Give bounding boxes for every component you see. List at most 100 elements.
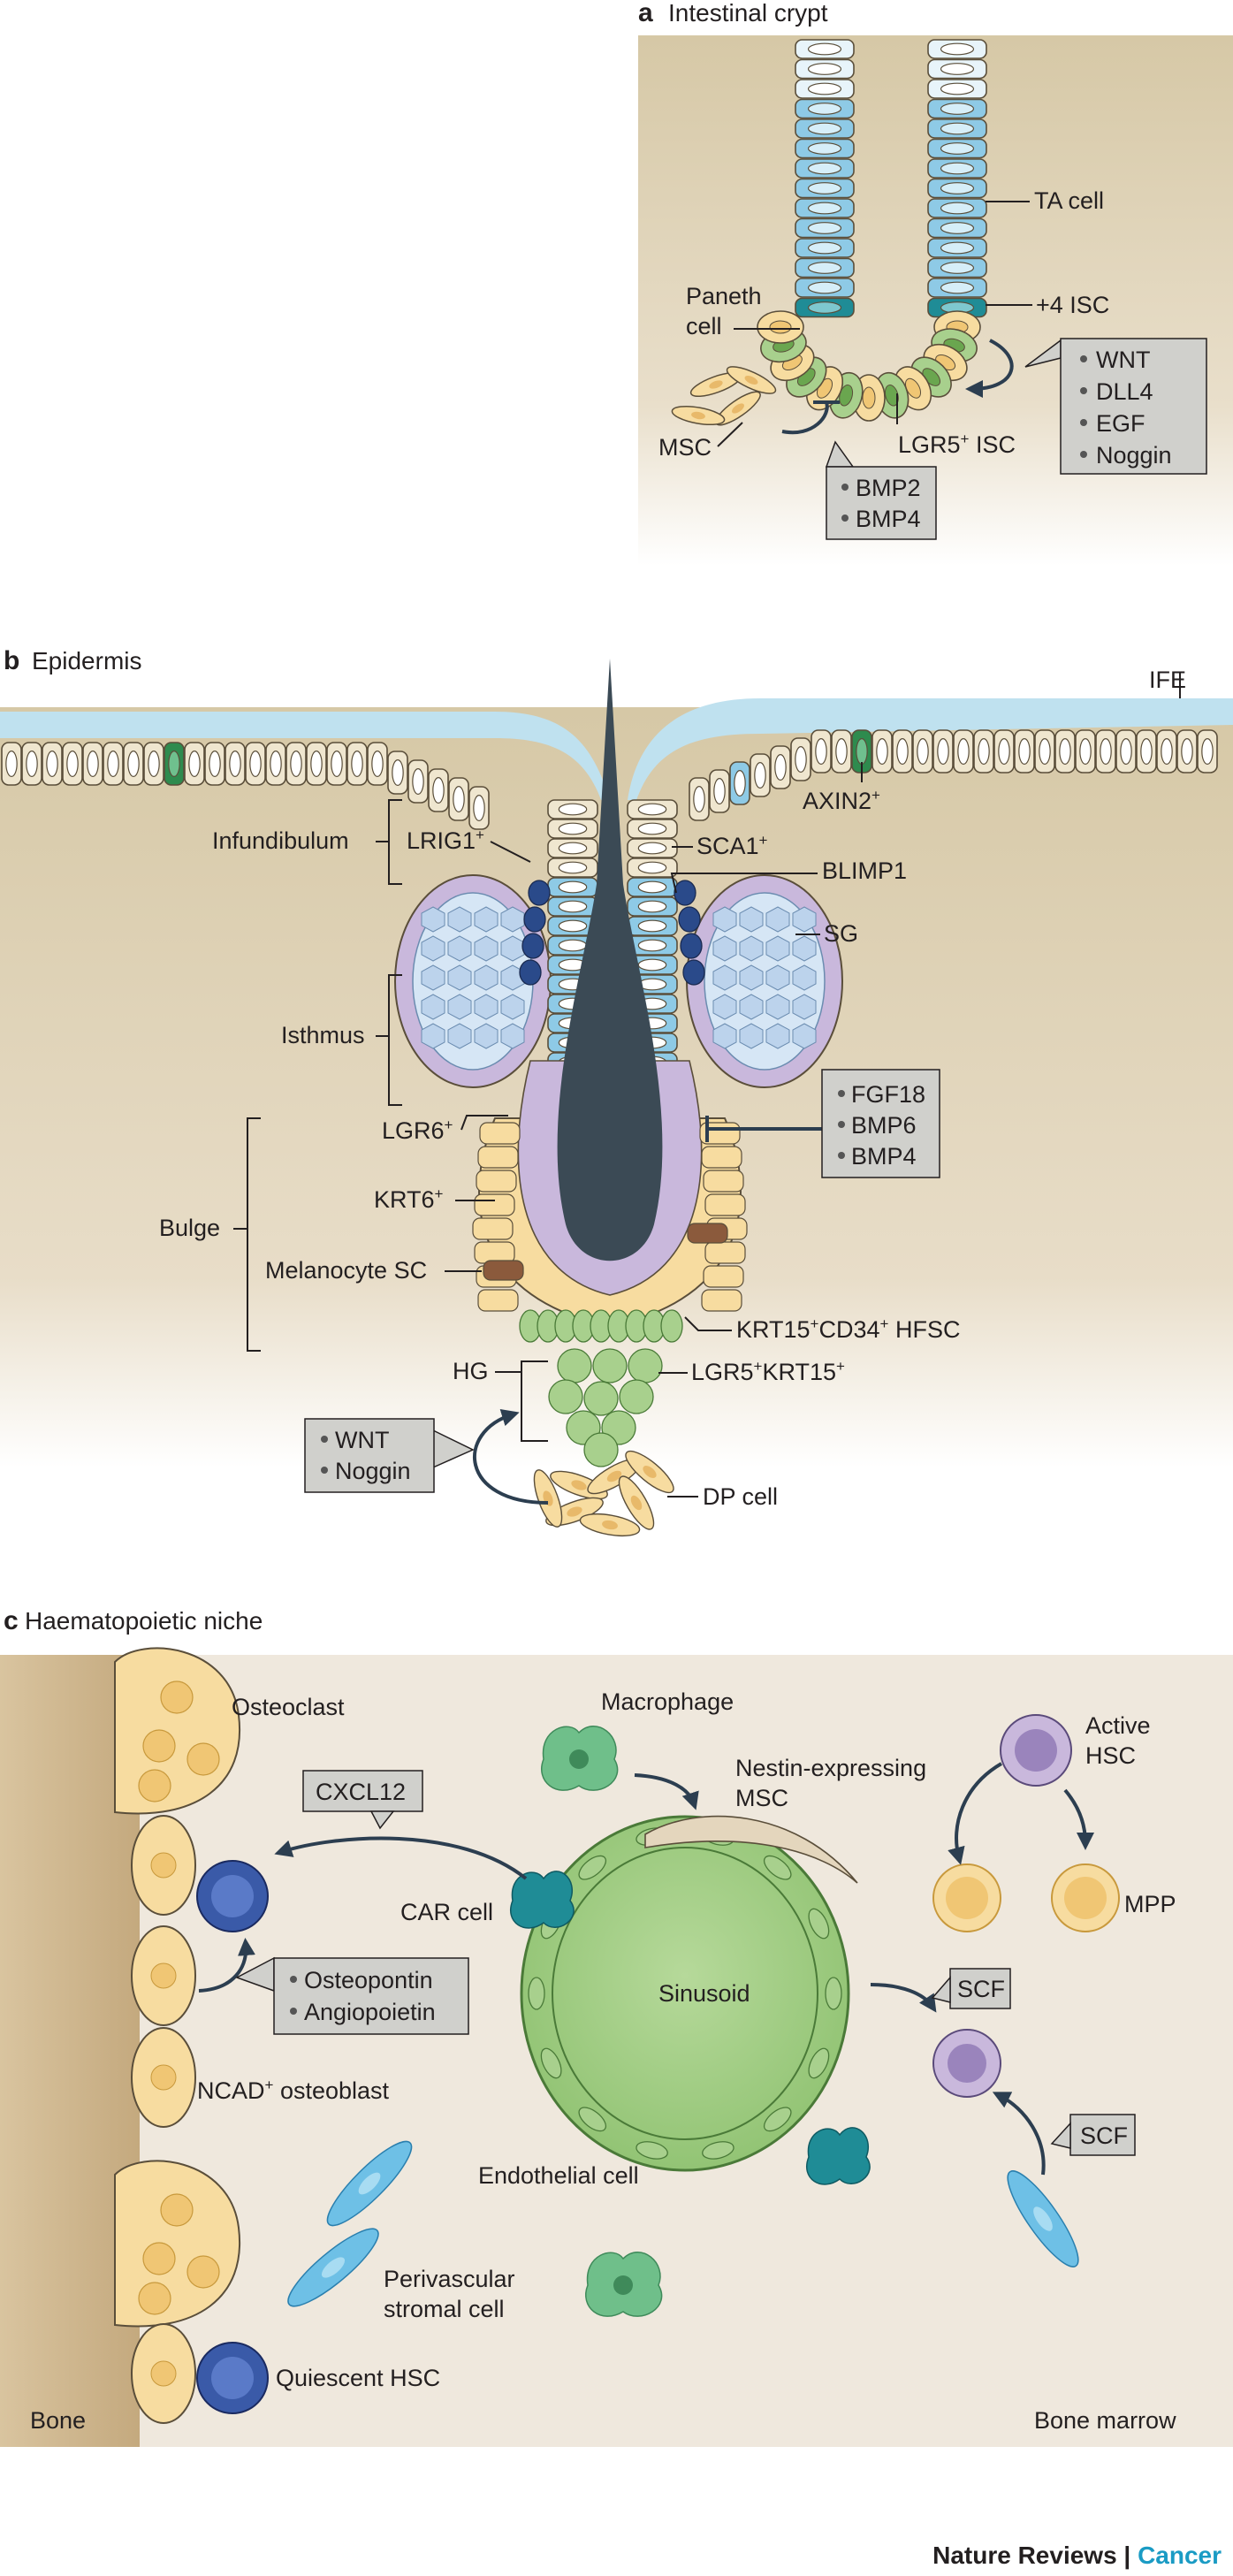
sinusoid-label: Sinusoid: [658, 1980, 750, 2007]
ife-label: IFE: [1149, 667, 1186, 693]
signal-angiopoietin: Angiopoietin: [304, 1999, 436, 2025]
ife-cell-nucleus: [107, 750, 119, 777]
crypt-cell-nucleus: [940, 63, 975, 75]
ife-cell-nucleus: [876, 737, 888, 765]
blimp1-cell: [519, 959, 542, 986]
crypt-cell-nucleus: [940, 182, 975, 194]
krt15-hfsc: [660, 1309, 683, 1343]
panel-a-title: Intestinal crypt: [668, 0, 828, 27]
blimp1-cell: [682, 959, 705, 986]
endothelial-cell: [763, 1855, 792, 1880]
sebocyte: [447, 935, 472, 962]
dp-nucleus: [643, 1466, 657, 1478]
panel-b: b Epidermis IFE AXIN2+ Infundibulum LRIG…: [0, 646, 1233, 1537]
outer-root-sheath-cell-nucleus: [558, 900, 588, 913]
signal-scf-2: SCF: [1080, 2123, 1128, 2149]
bulge-cell: [703, 1170, 744, 1193]
sebocyte: [765, 935, 790, 962]
sebocyte: [421, 906, 445, 933]
ife-cell-nucleus: [937, 737, 949, 765]
osteoclast-nucleus: [186, 2255, 220, 2289]
crypt-cell-nucleus: [807, 103, 842, 115]
ife-cell-nucleus: [290, 750, 302, 777]
blimp1-cell: [523, 906, 546, 933]
outer-root-sheath-cell-nucleus: [637, 900, 667, 913]
crypt-cell-nucleus: [940, 103, 975, 115]
ife-cell-nucleus: [432, 776, 445, 804]
outer-root-sheath-cell-nucleus: [637, 861, 667, 874]
crypt-cell-nucleus: [940, 162, 975, 175]
ife-cell-nucleus: [734, 769, 746, 796]
osteoclast-nucleus: [138, 1769, 171, 1802]
sebocyte: [739, 935, 764, 962]
bulge-cell: [701, 1289, 742, 1312]
cxcl12-arrow: [274, 1836, 528, 1880]
sebocyte: [792, 1023, 817, 1049]
ife-cell-nucleus: [412, 767, 424, 795]
stromal-nucleus: [358, 2172, 381, 2195]
ife-cell-nucleus: [754, 761, 766, 789]
signal-noggin: Noggin: [1096, 442, 1172, 469]
niche-cells: [196, 1714, 1120, 2414]
signal-bmp2: BMP2: [856, 475, 921, 501]
signal-cxcl12: CXCL12: [316, 1779, 406, 1805]
signal-wnt-b: WNT: [335, 1427, 389, 1453]
ife-cell-nucleus: [1059, 737, 1071, 765]
ife-cell-nucleus: [693, 785, 705, 812]
paneth-label-2: cell: [686, 313, 722, 339]
axin2-label: AXIN2+: [803, 787, 880, 814]
lgr5-label: LGR5+ ISC: [898, 431, 1016, 458]
hg-bracket: [521, 1360, 548, 1442]
active-hsc-label-2: HSC: [1085, 1742, 1136, 1769]
bone-marrow-label: Bone marrow: [1034, 2407, 1176, 2434]
bulge-cell: [477, 1146, 519, 1169]
crypt-cell-nucleus: [807, 222, 842, 234]
endosteal-cells: [114, 1647, 241, 2424]
hsc-to-left-arrow: [948, 1762, 1003, 1865]
stromal-nucleus: [321, 2257, 346, 2278]
endothelial-cell-label: Endothelial cell: [478, 2162, 639, 2189]
endothelial-cell: [636, 2141, 668, 2160]
sebocyte: [447, 906, 472, 933]
blimp1-cell: [528, 880, 551, 906]
krt6-label: KRT6+: [374, 1185, 444, 1213]
sebocyte: [792, 994, 817, 1020]
signal-dll4: DLL4: [1096, 378, 1153, 405]
sebocyte: [474, 906, 499, 933]
endothelial-cell: [825, 1977, 842, 2010]
crypt-cell-nucleus: [940, 262, 975, 274]
sebocyte: [792, 964, 817, 991]
bone-label: Bone: [30, 2407, 86, 2434]
outer-root-sheath-cell-nucleus: [558, 861, 588, 874]
crypt-cell-nucleus: [940, 142, 975, 155]
ife-cell-nucleus: [46, 750, 58, 777]
ife-cell-nucleus: [270, 750, 282, 777]
signal-box-osteopontin: Osteopontin Angiopoietin: [235, 1956, 469, 2035]
krt15-leader: [684, 1316, 732, 1331]
ncad-osteoblast-label: NCAD+ osteoblast: [197, 2077, 390, 2104]
crypt-nucleus: [769, 320, 792, 334]
sebocyte: [474, 1023, 499, 1049]
blimp1-cell: [674, 880, 696, 906]
ife-cell-nucleus: [148, 750, 160, 777]
hair-germ-cell: [628, 1348, 663, 1383]
sebaceous-glands: [394, 874, 843, 1088]
crypt-cell-nucleus: [940, 241, 975, 255]
krt15-hfsc-label: KRT15+CD34+ HFSC: [736, 1315, 960, 1343]
osteoblast-nucleus: [150, 1852, 177, 1879]
signal-box-cxcl12: CXCL12: [302, 1770, 423, 1830]
nestin-msc-label-1: Nestin-expressing: [735, 1755, 926, 1781]
osteopontin-arrow: [198, 1938, 255, 1993]
crypt-cell-nucleus: [807, 142, 842, 155]
crypt-cell-nucleus: [807, 202, 842, 215]
perivascular-label-1: Perivascular: [384, 2266, 515, 2292]
outer-root-sheath-cell-nucleus: [558, 880, 588, 894]
sebocyte: [500, 1023, 525, 1049]
ife-cell-nucleus: [1140, 737, 1153, 765]
bulge-cell: [701, 1146, 742, 1169]
signal-box-wnt: WNT DLL4 EGF Noggin: [1024, 338, 1207, 475]
crypt-cell-nucleus: [807, 63, 842, 75]
crypt-cell-nucleus: [807, 301, 842, 314]
ife-cell-nucleus: [453, 785, 465, 812]
ife-cell-nucleus: [1039, 737, 1051, 765]
